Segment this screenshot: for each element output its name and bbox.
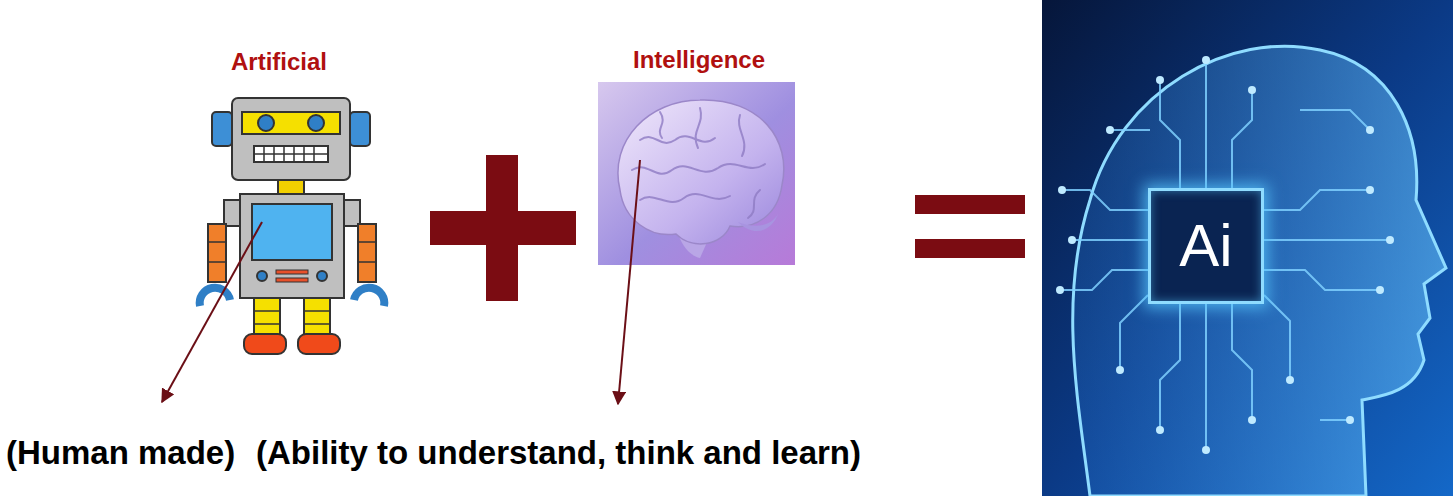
ai-head-illustration (1058, 186, 1066, 194)
ai-head-illustration (1068, 236, 1076, 244)
brain-illustration (598, 82, 795, 265)
brain-illustration (660, 112, 663, 138)
meaning-note-wrap: (Ability to understand, think and learn) (256, 434, 861, 472)
robot-illustration (254, 311, 330, 324)
part-title: Intelligence (633, 46, 765, 74)
ai-head-illustration (1110, 129, 1150, 131)
ai-head-illustration (1232, 90, 1252, 188)
robot-illustration (244, 334, 286, 354)
ai-head-illustration (1264, 295, 1290, 380)
robot-illustration (232, 98, 350, 180)
meaning-note: (Human made) (6, 434, 235, 472)
ai-head-illustration (1106, 126, 1114, 134)
ai-head-illustration (1120, 295, 1148, 370)
robot-illustration (240, 194, 344, 298)
robot-illustration (304, 298, 330, 338)
ai-head-illustration (1160, 304, 1180, 430)
robot-illustration (200, 288, 230, 306)
robot-illustration (242, 112, 340, 134)
robot-illustration (276, 278, 308, 282)
ai-head-illustration (1248, 86, 1256, 94)
leader-line (162, 222, 262, 402)
part-title-wrap: Intelligence (633, 46, 765, 74)
robot-illustration (276, 270, 308, 274)
brain-illustration (739, 115, 744, 156)
ai-head-illustration (1042, 0, 1453, 496)
robot-illustration (254, 298, 280, 338)
ai-head-illustration (1248, 416, 1256, 424)
robot-illustration (252, 204, 332, 260)
robot-illustration (278, 180, 304, 194)
robot-illustration (308, 115, 324, 131)
equals-sign (915, 195, 1025, 258)
ai-head-illustration (1264, 239, 1390, 241)
ai-head-illustration (1264, 270, 1380, 290)
brain-illustration (696, 108, 701, 148)
brain-illustration (640, 194, 730, 202)
plus-sign (430, 155, 576, 301)
meaning-note-wrap: (Human made) (6, 434, 235, 472)
ai-head-illustration (1300, 110, 1370, 130)
robot-illustration (344, 200, 360, 226)
leader-line (618, 160, 640, 404)
ai-head-illustration (1366, 126, 1374, 134)
equals-sign (915, 239, 1025, 258)
brain-illustration (632, 164, 765, 174)
ai-head-illustration (1160, 80, 1180, 188)
ai-head-illustration (1156, 76, 1164, 84)
robot-illustration (354, 288, 384, 306)
ai-head-illustration (1205, 304, 1207, 450)
ai-head-illustration (1202, 446, 1210, 454)
brain-illustration (738, 214, 778, 231)
ai-head-illustration (1156, 426, 1164, 434)
robot-illustration (208, 224, 226, 282)
part-title: Artificial (231, 48, 327, 76)
ai-head-illustration (1232, 304, 1252, 420)
ai-head-illustration (1346, 416, 1354, 424)
plus-sign (430, 211, 576, 245)
robot-illustration (317, 271, 327, 281)
ai-chip: Ai (1148, 188, 1264, 304)
ai-head-illustration (1056, 56, 1394, 454)
robot-illustration (358, 224, 376, 282)
brain-illustration (748, 190, 760, 218)
ai-head-illustration (1202, 56, 1210, 64)
ai-head-illustration (1386, 236, 1394, 244)
robot-illustration (298, 334, 340, 354)
ai-head-illustration (1320, 419, 1350, 421)
brain-illustration (598, 82, 795, 265)
part-title-wrap: Artificial (231, 48, 327, 76)
robot-illustration (224, 200, 240, 226)
ai-head-illustration (1056, 286, 1064, 294)
ai-head-illustration (1060, 270, 1148, 290)
meaning-note: (Ability to understand, think and learn) (256, 434, 861, 472)
ai-head-illustration (1042, 0, 1453, 496)
robot-illustration (257, 271, 267, 281)
ai-head-illustration (1376, 286, 1384, 294)
robot-illustration (258, 115, 274, 131)
robot-illustration (200, 98, 385, 354)
equals-sign (915, 195, 1025, 214)
robot-illustration (254, 146, 328, 162)
chip-text: Ai (1179, 216, 1232, 276)
ai-head-illustration (1205, 60, 1207, 188)
brain-illustration (640, 136, 715, 143)
ai-head-illustration (1116, 366, 1124, 374)
ai-head-illustration (1073, 46, 1446, 496)
ai-head-illustration (1286, 376, 1294, 384)
robot-illustration (254, 146, 328, 162)
ai-head-illustration (1264, 190, 1370, 210)
ai-head-illustration (1060, 60, 1390, 450)
ai-head-illustration (1072, 239, 1148, 241)
brain-illustration (632, 108, 765, 218)
brain-illustration (618, 100, 784, 244)
robot-illustration (212, 112, 232, 146)
leader-line (162, 160, 640, 404)
robot-illustration (350, 112, 370, 146)
ai-head-illustration (1366, 186, 1374, 194)
ai-head-illustration (1062, 190, 1148, 210)
